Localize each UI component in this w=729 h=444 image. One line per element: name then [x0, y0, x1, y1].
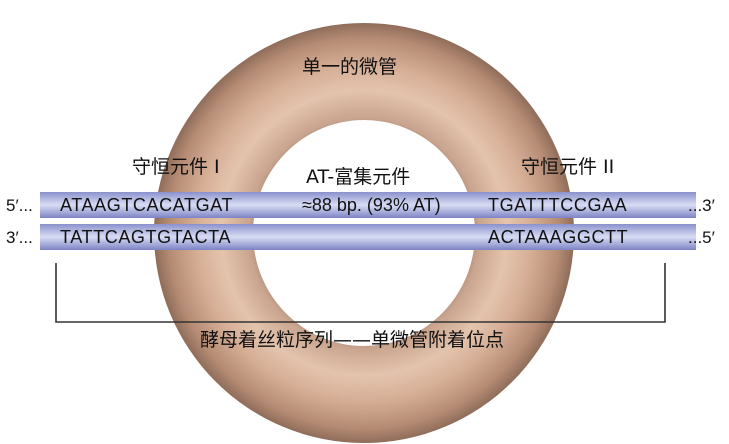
conserved-element-1-label: 守恒元件 I: [132, 156, 220, 178]
top-strand-bar: [40, 192, 696, 218]
bracket-label: 酵母着丝粒序列——单微管附着位点: [200, 329, 505, 351]
bottom-strand-sequence-right: ACTAAAGGCTT: [488, 227, 629, 247]
bottom-strand-sequence-left: TATTCAGTGTACTA: [60, 227, 232, 247]
microtubule-torus: [154, 23, 574, 443]
top-strand-right-end: ...3′: [688, 196, 715, 215]
microtubule-label: 单一的微管: [302, 56, 398, 78]
top-strand-sequence-right: TGATTTCCGAA: [488, 195, 628, 215]
at-rich-element-length: ≈88 bp. (93% AT): [302, 195, 441, 215]
top-strand-left-end: 5′...: [6, 196, 33, 215]
bottom-strand-right-end: ...5′: [688, 228, 715, 247]
at-rich-element-label: AT-富集元件: [306, 166, 411, 188]
conserved-element-2-label: 守恒元件 II: [521, 156, 615, 178]
bracket: [55, 263, 666, 323]
bottom-strand-left-end: 3′...: [6, 228, 33, 247]
top-strand-sequence-left: ATAAGTCACATGAT: [60, 195, 234, 215]
bottom-strand-bar: [40, 224, 696, 250]
